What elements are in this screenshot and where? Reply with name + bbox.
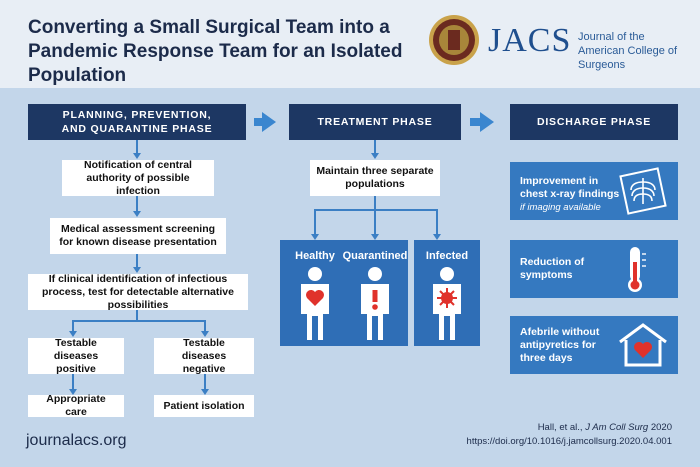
infected-population-card: Infected <box>414 240 480 346</box>
quarantined-person-icon <box>361 267 389 340</box>
negative-result-box: Testable diseases negative <box>154 337 254 375</box>
patient-isolation-box: Patient isolation <box>154 395 254 417</box>
doi-link[interactable]: https://doi.org/10.1016/j.jamcollsurg.20… <box>466 436 672 447</box>
discharge-phase-header: DISCHARGE PHASE <box>510 104 678 140</box>
thermometer-icon <box>628 247 646 292</box>
screening-step: Medical assessment screening for known d… <box>50 218 226 254</box>
afebrile-criterion-card: Afebrile without antipyretics for three … <box>510 316 678 374</box>
journal-website: journalacs.org <box>26 432 127 449</box>
page-title: Converting a Small Surgical Team into a … <box>28 17 403 86</box>
quarantined-population-card: Quarantined <box>342 240 408 346</box>
home-heart-icon <box>619 323 667 367</box>
xray-criterion-card: Improvement in chest x-ray findings if i… <box>510 162 678 220</box>
healthy-person-icon <box>301 267 329 340</box>
maintain-populations-box: Maintain three separate populations <box>310 160 440 196</box>
chest-xray-icon <box>619 167 667 215</box>
planning-phase-header: PLANNING, PREVENTION, AND QUARANTINE PHA… <box>28 104 246 140</box>
citation: Hall, et al., J Am Coll Surg 2020 https:… <box>466 422 672 447</box>
treatment-phase-header: TREATMENT PHASE <box>289 104 461 140</box>
appropriate-care-box: Appropriate care <box>28 393 124 418</box>
infected-person-icon <box>433 267 461 340</box>
header-band: Converting a Small Surgical Team into a … <box>0 0 700 88</box>
notify-authority-step: Notification of central authority of pos… <box>62 159 214 197</box>
healthy-population-card: Healthy <box>280 240 350 346</box>
testing-step: If clinical identification of infectious… <box>28 273 248 311</box>
acs-seal-logo <box>429 15 479 65</box>
jacs-logo: JACS <box>488 22 572 59</box>
journal-name: Journal of the American College of Surge… <box>578 31 678 71</box>
phase-arrow-icon <box>480 112 494 132</box>
phase-arrow-icon <box>262 112 276 132</box>
positive-result-box: Testable diseases positive <box>28 337 124 375</box>
symptoms-criterion-card: Reduction of symptoms <box>510 240 678 298</box>
